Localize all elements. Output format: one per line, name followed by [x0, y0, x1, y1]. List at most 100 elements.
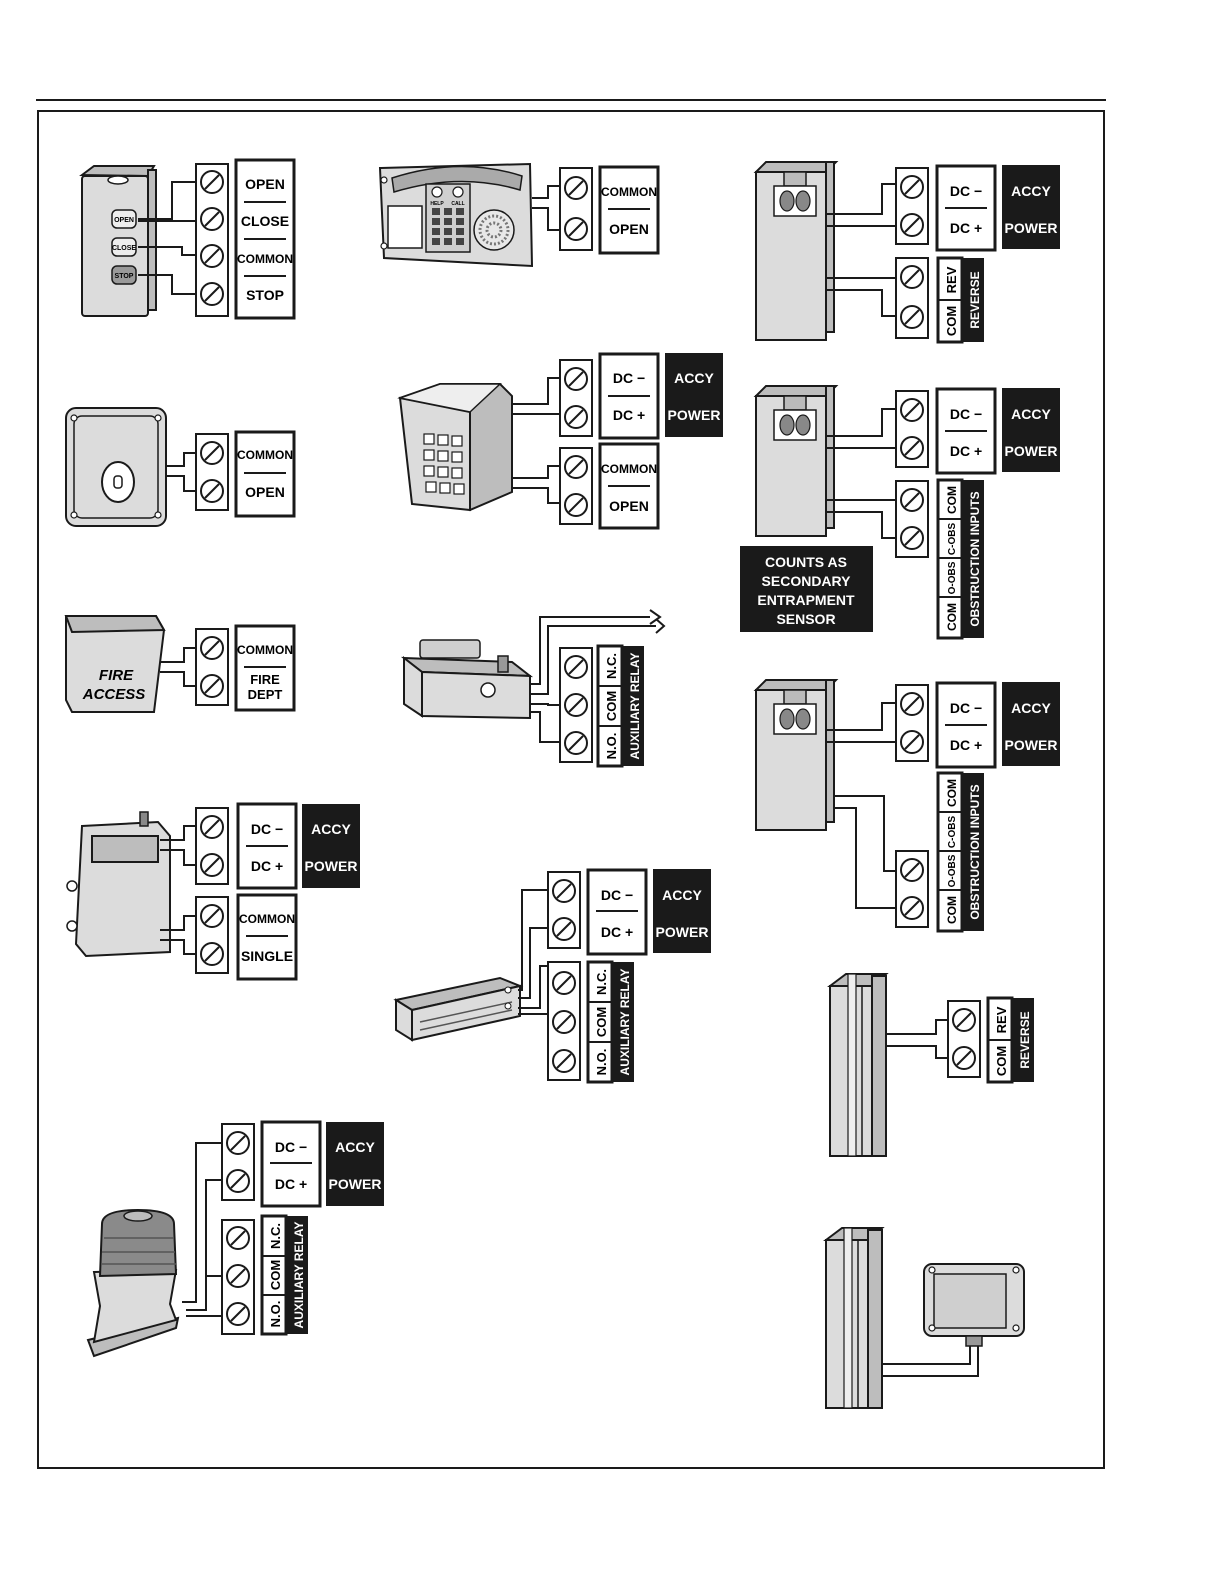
label-power: POWER: [1005, 737, 1058, 753]
label-dc-minus: DC −: [613, 370, 645, 386]
label-open: OPEN: [609, 221, 649, 237]
station-open-text: OPEN: [114, 217, 134, 224]
label-com: COM: [944, 306, 959, 336]
photo-eye-reverse: DC − DC + ACCY POWER REV COM REVERSE: [753, 161, 1060, 344]
label-reverse: REVERSE: [968, 271, 982, 328]
label-reverse: REVERSE: [1018, 1011, 1032, 1068]
label-rev: REV: [994, 1006, 1009, 1033]
label-dc-plus: DC +: [613, 407, 645, 423]
label-com: COM: [604, 691, 619, 721]
label-accy: ACCY: [1011, 183, 1051, 199]
label-common: COMMON: [237, 448, 293, 462]
label-o-obs: O-OBS: [947, 854, 958, 887]
label-c-obs: C-OBS: [947, 523, 958, 556]
label-no: N.O.: [268, 1301, 283, 1328]
note-line-1: COUNTS AS: [765, 554, 847, 570]
label-open: OPEN: [609, 498, 649, 514]
strobe-lens-icon: [98, 1208, 178, 1278]
note-line-4: SENSOR: [776, 611, 835, 627]
label-stop: STOP: [246, 287, 284, 303]
digital-keypad: DC − DC + ACCY POWER COMMON OPEN: [397, 352, 723, 530]
station-stop-text: STOP: [115, 273, 134, 280]
label-dc-plus: DC +: [950, 443, 982, 459]
fire-access-text-1: FIRE: [99, 667, 134, 684]
label-com: COM: [945, 486, 959, 514]
note-line-3: ENTRAPMENT: [757, 592, 855, 608]
label-single: SINGLE: [241, 948, 293, 964]
intercom-help-text: HELP: [430, 201, 444, 207]
antenna-icon: [139, 811, 149, 827]
label-dc-minus: DC −: [601, 887, 633, 903]
label-dc-plus: DC +: [275, 1176, 307, 1192]
label-accy: ACCY: [674, 370, 714, 386]
label-dc-minus: DC −: [950, 183, 982, 199]
safety-edge-transmitter: [823, 1227, 1025, 1409]
fire-access-text-2: ACCESS: [82, 686, 146, 703]
intercom-keypad-icon: [432, 208, 464, 245]
label-com: COM: [945, 896, 959, 924]
intercom-display-icon: [387, 205, 423, 249]
label-dc-plus: DC +: [950, 737, 982, 753]
label-no: N.O.: [604, 733, 619, 760]
label-dc-minus: DC −: [950, 700, 982, 716]
solenoid-lock: N.C. COM N.O. AUXILIARY RELAY: [400, 609, 666, 768]
label-com: COM: [945, 603, 959, 631]
fire-access-box: FIRE ACCESS COMMON FIRE DEPT: [64, 615, 296, 713]
label-common: COMMON: [601, 462, 657, 476]
label-com: COM: [268, 1260, 283, 1290]
label-com: COM: [994, 1046, 1009, 1076]
label-c-obs: C-OBS: [947, 816, 958, 849]
cable-gland-icon: [965, 1335, 983, 1347]
label-dc-minus: DC −: [251, 821, 283, 837]
label-accy: ACCY: [662, 887, 702, 903]
close-push-button-icon: [111, 237, 137, 257]
label-common: COMMON: [237, 643, 293, 657]
label-com: COM: [945, 779, 959, 807]
open-push-button-icon: [111, 209, 137, 229]
label-close: CLOSE: [241, 213, 289, 229]
station-close-text: CLOSE: [112, 245, 136, 252]
label-o-obs: O-OBS: [947, 561, 958, 594]
note-line-2: SECONDARY: [762, 573, 852, 589]
label-power: POWER: [1005, 443, 1058, 459]
label-obstruction-inputs: OBSTRUCTION INPUTS: [968, 784, 982, 919]
label-common: COMMON: [239, 912, 295, 926]
label-open: OPEN: [245, 484, 285, 500]
intercom-panel: HELP CALL COMMON OPEN: [378, 162, 660, 268]
keypad-keys-icon: [423, 433, 465, 495]
label-power: POWER: [329, 1176, 382, 1192]
safety-edge-reverse: REV COM REVERSE: [827, 973, 1034, 1157]
secondary-entrapment-note: [740, 546, 873, 632]
label-common: COMMON: [601, 185, 657, 199]
label-auxiliary-relay: AUXILIARY RELAY: [628, 653, 642, 760]
lock-cylinder-icon: [480, 682, 496, 698]
three-button-station: OPEN CLOSE STOP OPEN CLOSE COMMON STOP: [79, 158, 296, 320]
label-dc-plus: DC +: [950, 220, 982, 236]
strobe-light: DC − DC + ACCY POWER N.C. COM N.O. AUXIL…: [86, 1120, 384, 1358]
label-accy: ACCY: [335, 1139, 375, 1155]
label-open: OPEN: [245, 176, 285, 192]
label-rev: REV: [944, 266, 959, 293]
label-dc-plus: DC +: [601, 924, 633, 940]
key-switch: COMMON OPEN: [65, 407, 296, 527]
label-power: POWER: [656, 924, 709, 940]
label-power: POWER: [1005, 220, 1058, 236]
magnetic-lock: DC − DC + ACCY POWER N.C. COM N.O. AUXIL…: [393, 868, 711, 1084]
label-power: POWER: [668, 407, 721, 423]
label-accy: ACCY: [1011, 700, 1051, 716]
photo-eye-obstruction-secondary: DC − DC + ACCY POWER COM C-OBS O-OBS COM…: [740, 385, 1060, 640]
label-accy: ACCY: [311, 821, 351, 837]
label-dc-minus: DC −: [950, 406, 982, 422]
label-dc-plus: DC +: [251, 858, 283, 874]
label-common: COMMON: [237, 252, 293, 266]
keyhole-icon: [101, 461, 135, 503]
label-dept: DEPT: [248, 687, 283, 702]
label-nc: N.C.: [604, 653, 619, 679]
label-nc: N.C.: [268, 1223, 283, 1249]
label-accy: ACCY: [1011, 406, 1051, 422]
label-fire: FIRE: [250, 672, 280, 687]
stop-push-button-icon: [111, 265, 137, 285]
label-nc: N.C.: [594, 969, 609, 995]
intercom-call-text: CALL: [451, 201, 464, 207]
